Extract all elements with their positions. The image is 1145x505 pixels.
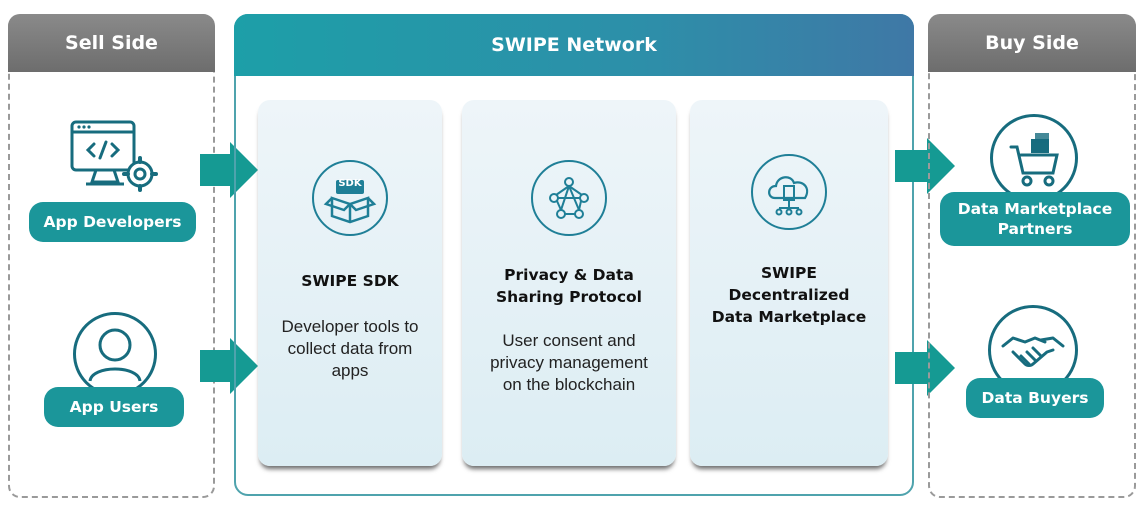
card-description: Developer tools to collect data from app…	[281, 317, 419, 380]
arrow-right-icon	[200, 338, 258, 394]
sdk-box-icon	[312, 160, 388, 236]
app-developers-badge: App Developers	[29, 202, 196, 242]
card-title: SWIPE Decentralized Data Marketplace	[711, 264, 867, 326]
network-people-icon	[531, 160, 607, 236]
marketplace-card: SWIPE Decentralized Data Marketplace	[690, 100, 888, 466]
arrow-right-icon	[200, 142, 258, 198]
data-buyers-badge: Data Buyers	[966, 378, 1104, 418]
swipe-network-header: SWIPE Network	[234, 14, 914, 76]
app-users-badge: App Users	[44, 387, 184, 427]
privacy-protocol-card: Privacy & Data Sharing Protocol User con…	[462, 100, 676, 466]
developer-code-icon	[68, 118, 168, 198]
card-title: SWIPE SDK	[301, 272, 399, 290]
data-marketplace-partners-badge: Data Marketplace Partners	[940, 192, 1130, 246]
sdk-icon-label: SDK	[338, 178, 362, 189]
sdk-card: SDK SWIPE SDK Developer tools to collect…	[258, 100, 442, 466]
user-icon	[73, 312, 157, 396]
card-description: User consent and privacy management on t…	[490, 331, 648, 394]
cloud-network-icon	[751, 154, 827, 230]
card-title: Privacy & Data Sharing Protocol	[495, 266, 642, 306]
shopping-cart-icon	[990, 114, 1078, 202]
buy-side-frame	[928, 14, 1136, 498]
arrow-right-icon	[895, 138, 955, 194]
sell-side-header: Sell Side	[8, 14, 215, 72]
buy-side-header: Buy Side	[928, 14, 1136, 72]
arrow-right-icon	[895, 340, 955, 396]
